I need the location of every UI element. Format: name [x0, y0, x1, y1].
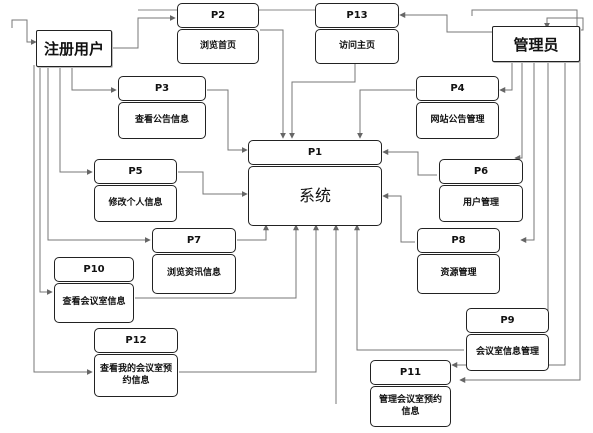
process-p11-id: P11 [370, 360, 451, 385]
process-p13: P13 访问主页 [315, 3, 399, 64]
actor-registered-user-label: 注册用户 [43, 40, 104, 58]
flow-p6-sys [382, 149, 437, 176]
flow-user-p10 [39, 65, 53, 295]
process-p10-id: P10 [54, 257, 134, 282]
process-p1-label: 系统 [248, 166, 382, 226]
actor-registered-user: 注册用户 [36, 30, 112, 67]
process-p1-id: P1 [248, 140, 382, 165]
flow-p12-sys [179, 224, 319, 373]
flow-user-p2 [110, 15, 176, 49]
process-p12-id: P12 [94, 328, 178, 353]
process-p9: P9 会议室信息管理 [466, 308, 549, 371]
flow-admin-p6 [514, 60, 523, 161]
process-p7: P7 浏览资讯信息 [152, 228, 236, 294]
flow-user-p5 [59, 65, 93, 175]
process-p11: P11 管理会议室预约信息 [370, 360, 451, 427]
flow-admin-p13 [399, 12, 492, 33]
flow-p7-sys [237, 224, 269, 241]
flow-user-p3 [71, 65, 117, 93]
process-p3: P3 查看公告信息 [118, 76, 206, 139]
flow-admin-p8 [520, 60, 535, 243]
process-p5-label: 修改个人信息 [94, 185, 177, 222]
flow-p2-sys [260, 29, 286, 139]
process-p6: P6 用户管理 [439, 159, 523, 222]
process-p12: P12 查看我的会议室预约信息 [94, 328, 178, 397]
flow-admin-loop [544, 17, 584, 31]
process-p9-label: 会议室信息管理 [466, 334, 549, 371]
flow-p9-sys [354, 224, 464, 351]
actor-administrator: 管理员 [492, 26, 580, 62]
process-p13-label: 访问主页 [315, 29, 399, 64]
process-p8: P8 资源管理 [417, 228, 500, 294]
process-p3-label: 查看公告信息 [118, 102, 206, 139]
process-p12-label: 查看我的会议室预约信息 [94, 354, 178, 397]
process-p2-label: 浏览首页 [177, 29, 259, 64]
flow-user-p12 [33, 65, 93, 375]
flow-p8-sys [382, 193, 415, 243]
process-p11-label: 管理会议室预约信息 [370, 386, 451, 427]
flow-right-outer [459, 60, 581, 383]
process-p5: P5 修改个人信息 [94, 159, 177, 222]
process-p3-id: P3 [118, 76, 206, 101]
flow-p3-sys [207, 89, 248, 153]
process-p5-id: P5 [94, 159, 177, 184]
process-p7-label: 浏览资讯信息 [152, 254, 236, 294]
flow-user-p7 [47, 65, 151, 243]
flow-p10-sys [135, 224, 299, 299]
process-p4: P4 网站公告管理 [416, 76, 499, 139]
process-p13-id: P13 [315, 3, 399, 28]
process-p1-system: P1 系统 [248, 140, 382, 226]
process-p8-id: P8 [417, 228, 500, 253]
process-p6-id: P6 [439, 159, 523, 184]
process-p4-id: P4 [416, 76, 499, 101]
process-p2-id: P2 [177, 3, 259, 28]
process-p10: P10 查看会议室信息 [54, 257, 134, 323]
flow-admin-p4 [499, 60, 513, 93]
process-p9-id: P9 [466, 308, 549, 333]
process-p10-label: 查看会议室信息 [54, 283, 134, 323]
process-p6-label: 用户管理 [439, 185, 523, 222]
actor-administrator-label: 管理员 [513, 35, 559, 54]
process-p7-id: P7 [152, 228, 236, 253]
process-p8-label: 资源管理 [417, 254, 500, 294]
process-p2: P2 浏览首页 [177, 3, 259, 64]
flow-p5-sys [178, 171, 248, 197]
process-p4-label: 网站公告管理 [416, 102, 499, 139]
flow-p4-sys [357, 89, 415, 139]
flow-user-loop [11, 19, 37, 45]
flow-p13-out [289, 62, 356, 139]
